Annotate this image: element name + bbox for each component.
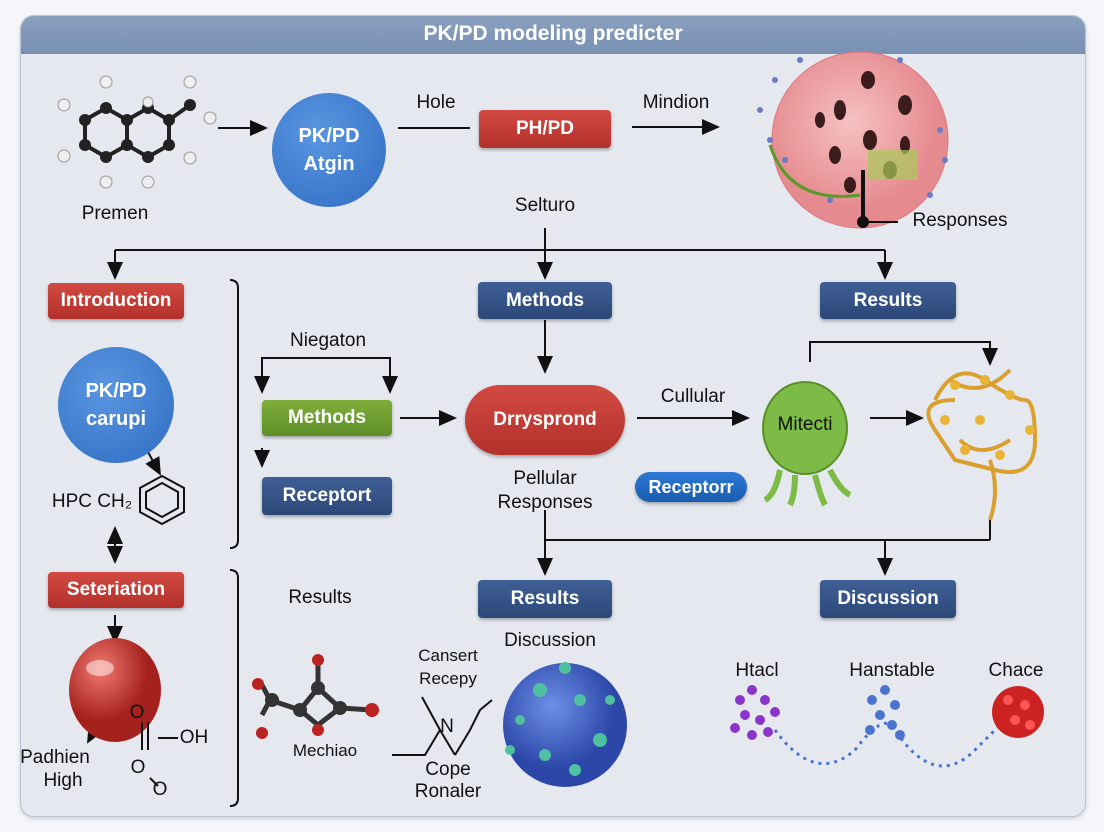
receptor-box: Receptort (262, 477, 392, 515)
discussion-text: Discussion (504, 630, 596, 651)
protein-structure-icon (926, 368, 1038, 521)
negation-label: Niegaton (289, 330, 367, 351)
diagram-title: PK/PD modeling predicter (21, 16, 1085, 54)
results-box-bottom: Results (478, 580, 612, 618)
molecule-label: Premen (81, 203, 149, 224)
cansert-label: Cansert (418, 646, 478, 665)
mitochondria-label: Mitecti (777, 414, 833, 435)
connector-arrows (87, 119, 998, 807)
ronaler-label: Ronaler (414, 781, 482, 802)
discussion-box-bottom: Discussion (820, 580, 956, 618)
red-sphere-icon (69, 638, 161, 742)
cell-label: Responses (912, 210, 1008, 231)
edge-label-hole: Hole (416, 92, 456, 113)
bead-label-2: Hanstable (849, 660, 935, 681)
methods-box-top: Methods (478, 282, 612, 319)
molecule-2-icon (252, 654, 379, 739)
results-text: Results (288, 587, 352, 608)
pkpd-carupi-node: PK/PD carupi (58, 347, 174, 463)
receptor-pill: Receptorr (635, 472, 747, 502)
benzene-ring-icon (139, 474, 185, 526)
results-box-top: Results (820, 282, 956, 319)
cell-icon (757, 51, 949, 229)
formula-label: HPC CH₂ (51, 491, 133, 512)
sphere-label-1: Padhien (20, 747, 90, 768)
introduction-box: Introduction (48, 283, 184, 319)
carboxyl-bonds (141, 722, 178, 787)
molecule-icon (57, 75, 217, 189)
edge-label-mindion: Mindion (642, 92, 710, 113)
bead-label-1: Htacl (735, 660, 779, 681)
mechiao-label: Mechiao (292, 741, 358, 760)
amine-bonds (392, 696, 493, 756)
oxygen-label: O (129, 702, 145, 723)
oxygen-label: O (130, 757, 146, 778)
mitochondria-icon (762, 381, 852, 507)
pkpd-atgin-node: PK/PD Atgin (272, 93, 386, 207)
cope-label: Cope (425, 759, 471, 780)
pill-caption: Pellular Responses (497, 468, 593, 513)
bead-label-3: Chace (988, 660, 1044, 681)
sphere-label-2: High (43, 770, 83, 791)
edge-label-cellular: Cullular (660, 386, 726, 407)
bead-chain-icon (730, 685, 1044, 768)
branch-label: Selturo (514, 195, 576, 216)
drrysprond-node: Drrysprond (465, 385, 625, 455)
nitrogen-label: N (440, 716, 454, 737)
phpd-box: PH/PD (479, 110, 611, 148)
blue-virus-sphere-icon (503, 662, 627, 787)
seteriation-box: Seteriation (48, 572, 184, 608)
methods-box-green: Methods (262, 400, 392, 436)
recepy-label: Recepy (419, 669, 477, 688)
oxygen-label: O (152, 779, 168, 800)
hydroxyl-label: OH (179, 727, 209, 748)
